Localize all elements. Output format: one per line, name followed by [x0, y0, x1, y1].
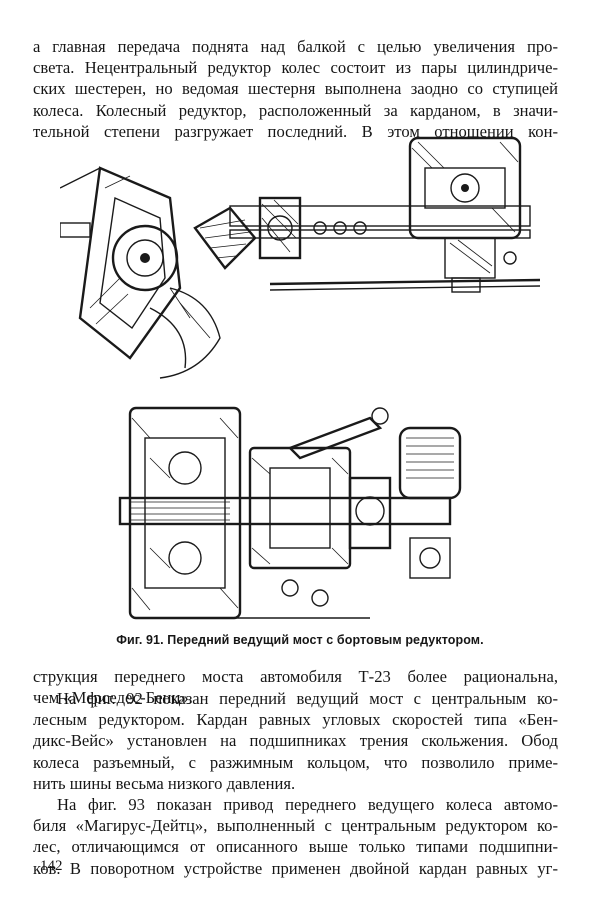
page-number: 142: [40, 858, 63, 874]
text-line: лесным редуктором. Кардан равных угловых…: [33, 710, 558, 730]
text-line: а главная передача поднята над балкой с …: [33, 37, 558, 56]
text-line: колеса. Колесный редуктор, расположенный…: [33, 100, 558, 120]
text-line: ских шестерен, но ведомая шестерня выпол…: [33, 79, 558, 99]
axle-drawing-top: [60, 128, 560, 390]
text-line: нить шины весьма низкого давления.: [33, 773, 296, 793]
text-line: тельной степени разгружает последний. В …: [33, 121, 558, 141]
text-line: ков. В поворотном устройстве применен дв…: [33, 858, 558, 878]
text-line: струкция переднего моста автомобиля Т-23…: [33, 667, 558, 686]
text-line: биля «Магирус-Дейтц», выполненный с цент…: [33, 816, 558, 836]
paragraph-2: струкция переднего моста автомобиля Т-23…: [33, 666, 558, 708]
wheel-reducer-section-drawing: [118, 406, 462, 620]
axle-section-drawing: [60, 136, 541, 379]
axle-drawing-bottom: [110, 398, 490, 626]
text-line: чем «Мерседес-Бенц».: [33, 688, 193, 708]
text-line: лес, отличающимся от описанного выше тол…: [33, 837, 558, 857]
paragraph-1: а главная передача поднята над балкой с …: [33, 36, 558, 142]
text-line: дикс-Вейс» установлен на подшипниках тре…: [33, 731, 558, 751]
text-line: колеса разъемный, с разжимным кольцом, ч…: [33, 752, 558, 772]
figure-caption: Фиг. 91. Передний ведущий мост с бортовы…: [116, 633, 484, 647]
paragraph-3: На фиг. 92 показан передний ведущий мост…: [33, 688, 558, 794]
text-line: На фиг. 92 показан передний ведущий мост…: [57, 689, 558, 708]
text-line: света. Нецентральный редуктор колес сост…: [33, 58, 558, 78]
text-line: На фиг. 93 показан привод переднего веду…: [57, 795, 558, 814]
paragraph-4: На фиг. 93 показан привод переднего веду…: [33, 794, 558, 879]
